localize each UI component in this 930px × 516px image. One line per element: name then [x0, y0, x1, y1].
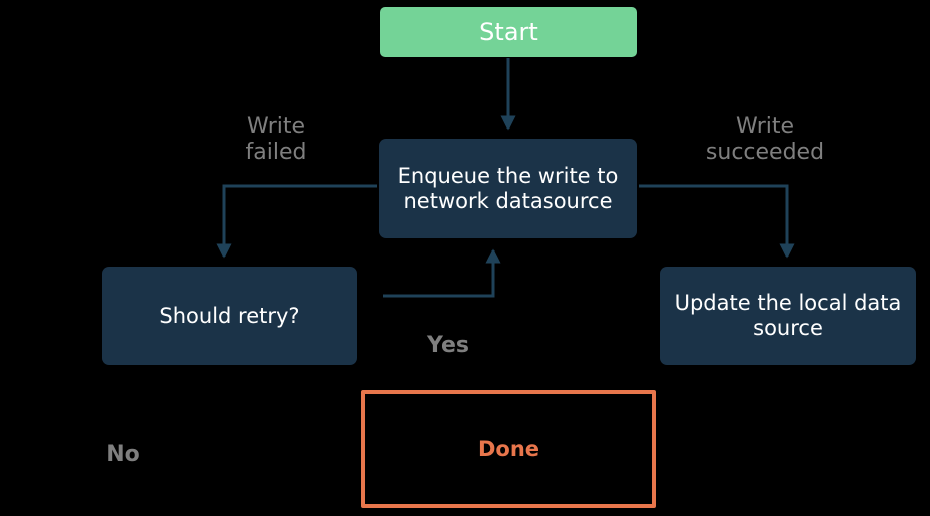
- edge-enqueue-to-retry: [216, 184, 377, 259]
- edge-retry-to-enqueue-yes: [383, 248, 501, 298]
- edge-enqueue-to-update: [639, 184, 795, 259]
- node-start[interactable]: Start: [380, 7, 637, 57]
- node-start-label: Start: [479, 17, 538, 46]
- edge-label-yes: Yes: [427, 333, 469, 358]
- node-done[interactable]: Done: [361, 390, 656, 508]
- node-update-label: Update the local data source: [674, 291, 902, 340]
- node-update-local-data-source[interactable]: Update the local data source: [660, 267, 916, 365]
- edge-label-write-failed: Write failed: [245, 114, 307, 166]
- node-enqueue-write[interactable]: Enqueue the write to network datasource: [379, 139, 637, 238]
- node-enqueue-label: Enqueue the write to network datasource: [397, 163, 619, 213]
- edge-label-write-succeeded: Write succeeded: [705, 114, 825, 166]
- node-should-retry[interactable]: Should retry?: [102, 267, 357, 365]
- node-should-retry-label: Should retry?: [159, 303, 300, 328]
- edge-label-no: No: [106, 442, 140, 467]
- node-done-label: Done: [477, 436, 540, 461]
